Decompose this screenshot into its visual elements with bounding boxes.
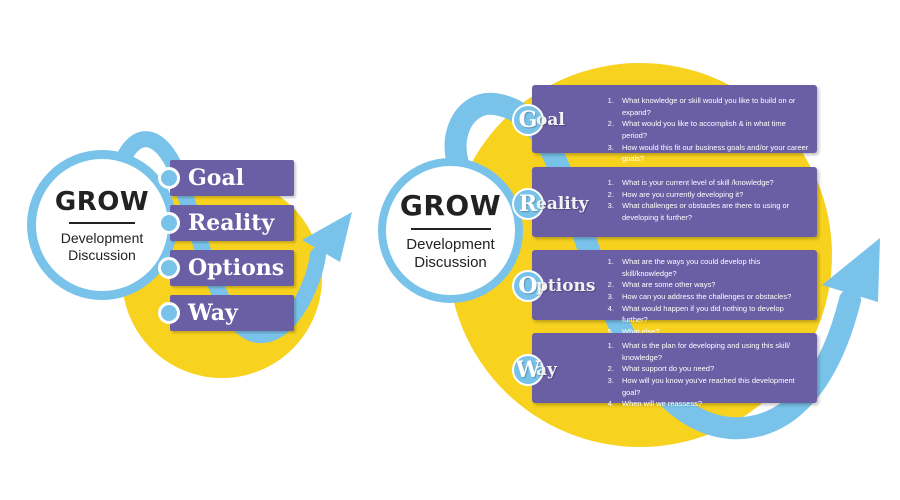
way-question: What support do you need? bbox=[616, 363, 809, 375]
options-question: What would happen if you did nothing to … bbox=[616, 303, 809, 326]
options-question: What else? bbox=[616, 326, 809, 338]
large-card-reality: What is your current level of skill /kno… bbox=[532, 167, 817, 237]
small-title-divider bbox=[69, 221, 135, 224]
reality-question: What challenges or obstacles are there t… bbox=[616, 200, 809, 223]
large-card-goal: What knowledge or skill would you like t… bbox=[532, 85, 817, 163]
options-question: What are some other ways? bbox=[616, 279, 809, 291]
small-step-way-dot bbox=[158, 302, 180, 324]
reality-question: How are you currently developing it? bbox=[616, 189, 809, 201]
goal-question: How would this fit our business goals an… bbox=[616, 142, 809, 165]
goal-question-list: What knowledge or skill would you like t… bbox=[604, 95, 809, 165]
small-step-options-dot bbox=[158, 257, 180, 279]
way-question: What is the plan for developing and usin… bbox=[616, 340, 809, 363]
large-label-way: W ay bbox=[512, 354, 557, 386]
goal-initial-badge: G bbox=[512, 104, 544, 136]
small-grow-circle: GROW Development Discussion bbox=[27, 150, 177, 300]
goal-question: What knowledge or skill would you like t… bbox=[616, 95, 809, 118]
small-subtitle-line1: Development bbox=[60, 229, 144, 246]
reality-question-list: What is your current level of skill /kno… bbox=[604, 177, 809, 224]
large-card-options: What are the ways you could develop this… bbox=[532, 250, 817, 336]
large-subtitle-line1: Development bbox=[406, 236, 495, 253]
small-step-reality-dot bbox=[158, 212, 180, 234]
way-label-rest: ay bbox=[536, 360, 557, 380]
way-initial-badge: W bbox=[512, 354, 544, 386]
way-question-list: What is the plan for developing and usin… bbox=[604, 340, 809, 410]
small-step-options: Options bbox=[170, 250, 294, 286]
goal-question: What would you like to accomplish & in w… bbox=[616, 118, 809, 141]
small-subtitle-line2: Discussion bbox=[68, 246, 136, 263]
large-title-divider bbox=[410, 228, 491, 230]
reality-question: What is your current level of skill /kno… bbox=[616, 177, 809, 189]
large-arrow-head bbox=[822, 238, 880, 302]
large-label-options: O ptions bbox=[512, 270, 595, 302]
large-subtitle-line2: Discussion bbox=[414, 254, 487, 271]
options-label-rest: ptions bbox=[536, 276, 596, 296]
options-question-list: What are the ways you could develop this… bbox=[604, 256, 809, 337]
options-question: What are the ways you could develop this… bbox=[616, 256, 809, 279]
small-step-reality: Reality bbox=[170, 205, 294, 241]
large-card-way: What is the plan for developing and usin… bbox=[532, 333, 817, 408]
options-initial-badge: O bbox=[512, 270, 544, 302]
way-question: When will we reassess? bbox=[616, 398, 809, 410]
small-step-goal-dot bbox=[158, 167, 180, 189]
large-grow-title: GROW bbox=[399, 189, 502, 222]
reality-initial-badge: R bbox=[512, 188, 544, 220]
large-grow-circle: GROW Development Discussion bbox=[378, 158, 523, 303]
small-arrow-head bbox=[302, 212, 352, 262]
small-step-way: Way bbox=[170, 295, 294, 331]
small-grow-title: GROW bbox=[54, 186, 150, 217]
large-label-goal: G oal bbox=[512, 104, 565, 136]
way-question: How will you know you've reached this de… bbox=[616, 375, 809, 398]
goal-label-rest: oal bbox=[536, 110, 565, 130]
small-step-goal: Goal bbox=[170, 160, 294, 196]
large-label-reality: R eality bbox=[512, 188, 588, 220]
options-question: How can you address the challenges or ob… bbox=[616, 291, 809, 303]
reality-label-rest: eality bbox=[536, 194, 589, 214]
large-blue-swoosh bbox=[444, 92, 861, 440]
